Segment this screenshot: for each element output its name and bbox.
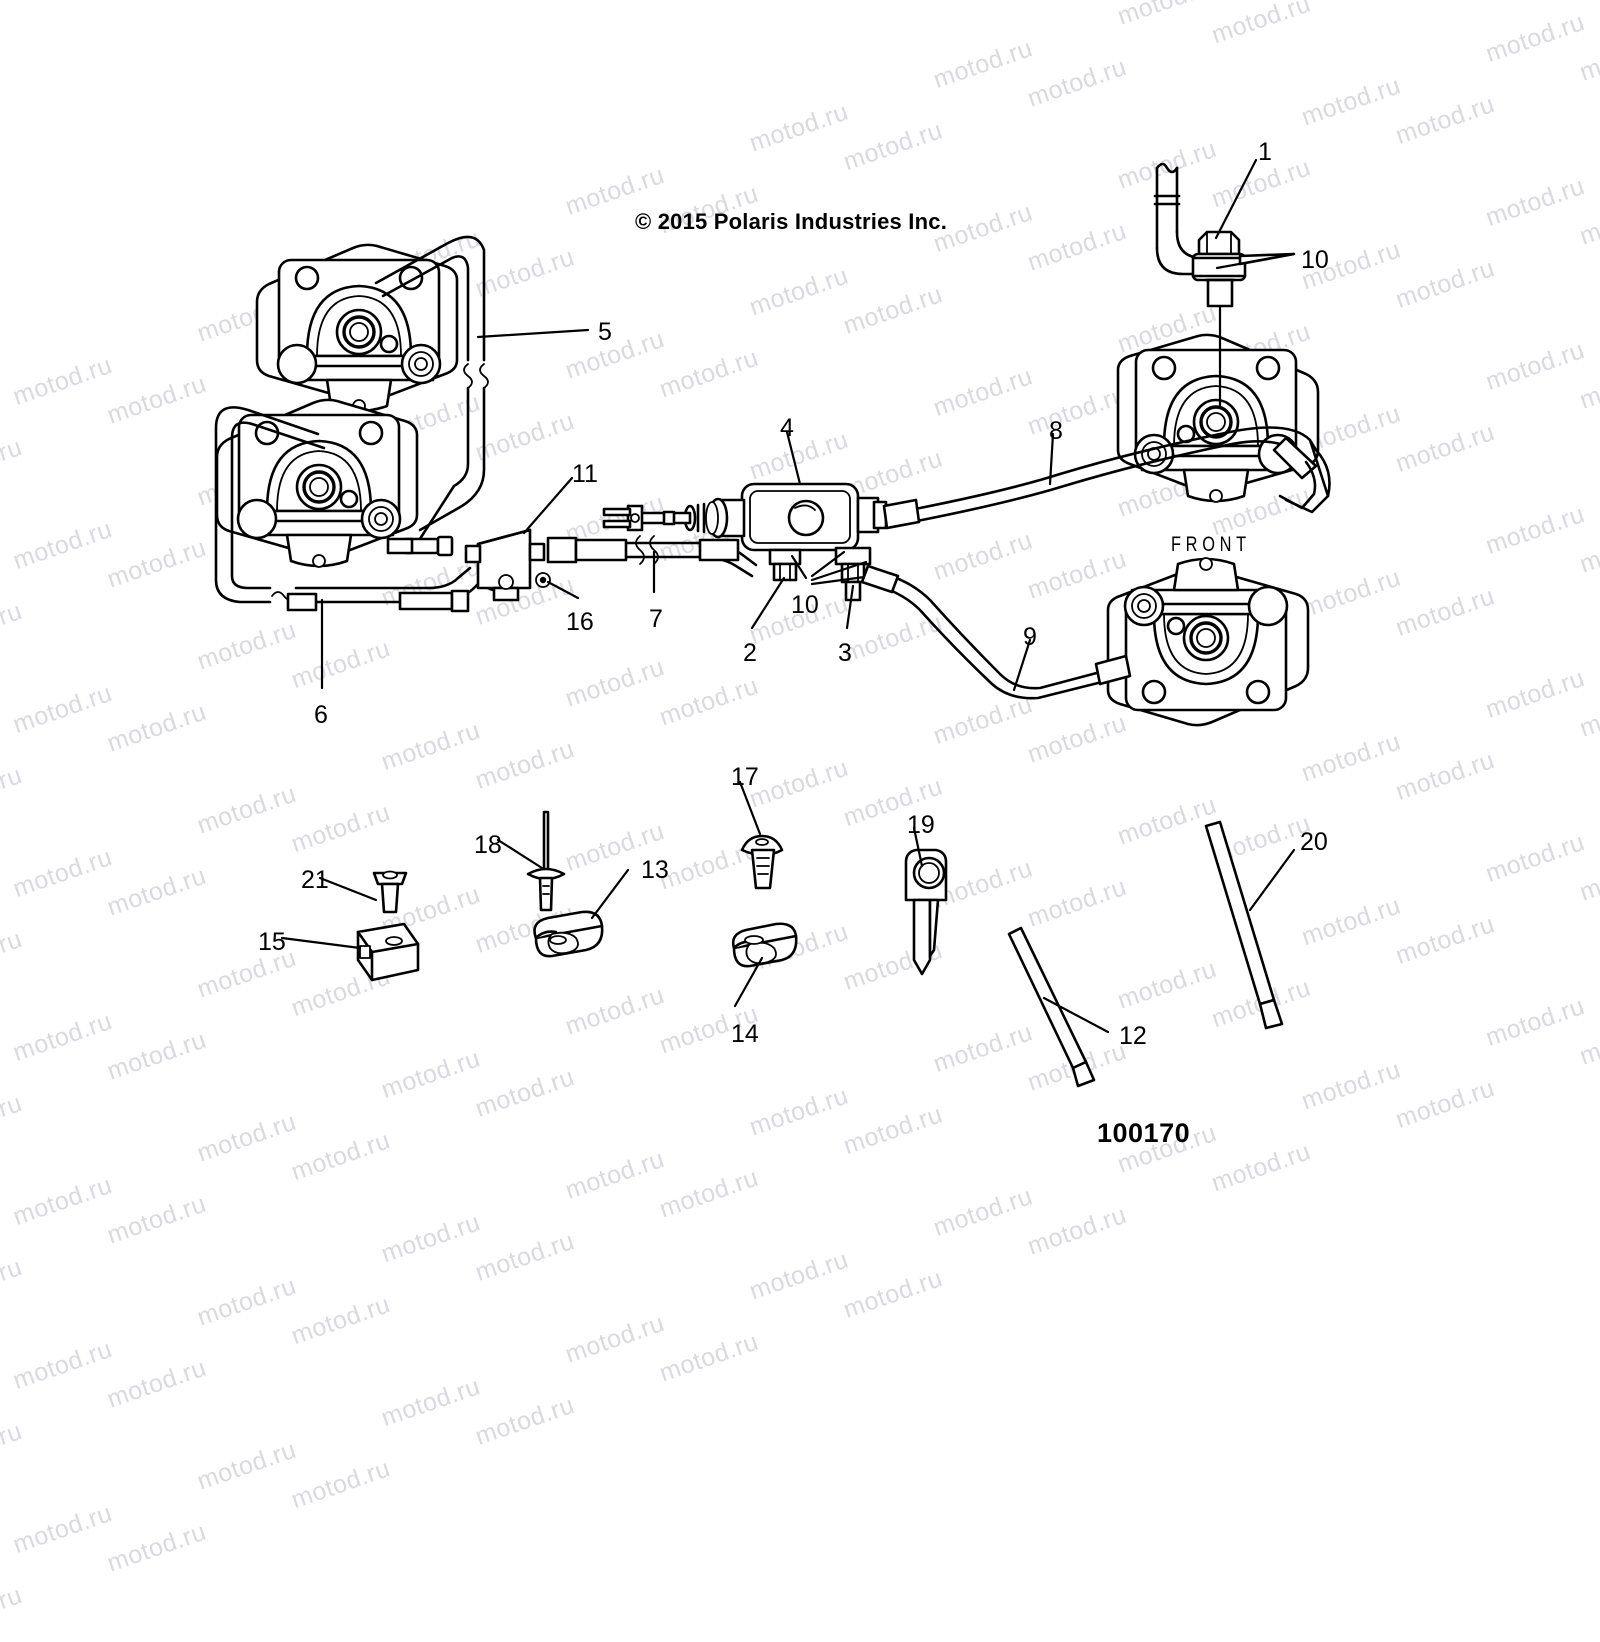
part-12-cable-tie	[1007, 926, 1110, 1088]
brake-line-9	[860, 564, 1132, 700]
banjo-fitting-front	[1153, 158, 1296, 308]
callout-cable-clamp-small: 14	[731, 1020, 759, 1048]
front-caliper-lower-right	[1106, 556, 1310, 727]
rear-caliper-upper-left	[255, 243, 459, 414]
part-20-cable-tie	[1204, 820, 1296, 1030]
part-15-line-retainer	[280, 922, 420, 982]
part-18-pop-rivet	[496, 810, 566, 912]
callout-brake-line-front-upper: 8	[1049, 417, 1063, 445]
callout-junction-block: 11	[572, 460, 598, 488]
junction-block-assembly	[464, 476, 580, 602]
part-14-cable-clamp	[731, 922, 798, 1008]
watermark-text: motod.ru	[287, 1290, 394, 1351]
callout-cable-tie-small: 12	[1119, 1022, 1147, 1050]
watermark-text: motod.ru	[745, 1245, 852, 1306]
diagram-artwork: .ln{fill:none;stroke:#000;stroke-width:2…	[214, 158, 1331, 1088]
callout-union-fitting-lower: 2	[743, 639, 757, 667]
callout-brake-line-front-lower: 9	[1023, 623, 1037, 651]
watermark-text: motod.ru	[0, 1417, 26, 1477]
watermark-text: motod.ru	[377, 1372, 484, 1433]
callout-pop-rivet: 18	[474, 831, 502, 859]
part-13-cable-clamp	[533, 868, 630, 958]
watermark-text: motod.ru	[471, 1390, 578, 1451]
watermark-text: motod.ru	[103, 1517, 210, 1578]
callout-bleeder-fitting: 3	[838, 639, 852, 667]
watermark-text: motod.ru	[377, 1208, 484, 1269]
watermark-text: motod.ru	[287, 1454, 394, 1515]
callout-sealing-washer-front: 10	[1301, 246, 1329, 274]
callout-master-cylinder: 4	[780, 414, 794, 442]
callout-brake-line-rear-lower: 6	[314, 701, 328, 729]
brake-line-8	[882, 426, 1331, 530]
part-17-push-rivet	[738, 780, 784, 890]
callout-banjo-bolt: 1	[1258, 138, 1272, 166]
watermark-text: motod.ru	[9, 1499, 116, 1559]
watermark-text: motod.ru	[561, 1308, 668, 1369]
watermark-text: motod.ru	[193, 1435, 300, 1496]
callout-line-retainer-block: 15	[258, 928, 286, 956]
callout-line-guide-bracket: 19	[907, 811, 935, 839]
callout-junction-block-screw: 16	[566, 608, 594, 636]
front-orientation-label: FRONT	[1171, 533, 1251, 556]
callout-sealing-washer-master: 10	[791, 591, 819, 619]
brake-line-6	[214, 406, 522, 690]
copyright-notice: © 2015 Polaris Industries Inc.	[635, 209, 948, 234]
callout-brake-line-rear-upper: 5	[598, 318, 612, 346]
master-cylinder-assembly	[602, 430, 888, 630]
watermark-text: motod.ru	[0, 1581, 26, 1641]
watermark-text: motod.ru	[1023, 1200, 1131, 1261]
watermark-text: motod.ru	[471, 1226, 578, 1287]
watermark-text: motod.ru	[193, 1271, 300, 1332]
callout-brake-line-center: 7	[649, 605, 663, 633]
front-caliper-upper-right	[1116, 333, 1320, 504]
watermark-text: motod.ru	[655, 1327, 762, 1388]
diagram-part-number: 100170	[1097, 1118, 1191, 1148]
callout-cable-clamp-large: 13	[641, 856, 669, 884]
part-19-line-guide-bracket	[904, 826, 948, 976]
brake-line-7	[546, 535, 758, 594]
callout-cable-tie-large: 20	[1300, 828, 1328, 856]
part-21-flange-screw	[318, 870, 408, 914]
callout-push-rivet: 17	[731, 763, 759, 791]
brake-line-5	[374, 235, 590, 557]
watermark-text: motod.ru	[839, 1264, 947, 1325]
watermark-text: motod.ru	[103, 1353, 210, 1414]
callout-flange-screw: 21	[301, 866, 329, 894]
watermark-text: motod.ru	[9, 1335, 116, 1395]
watermark-text: motod.ru	[0, 1253, 26, 1313]
